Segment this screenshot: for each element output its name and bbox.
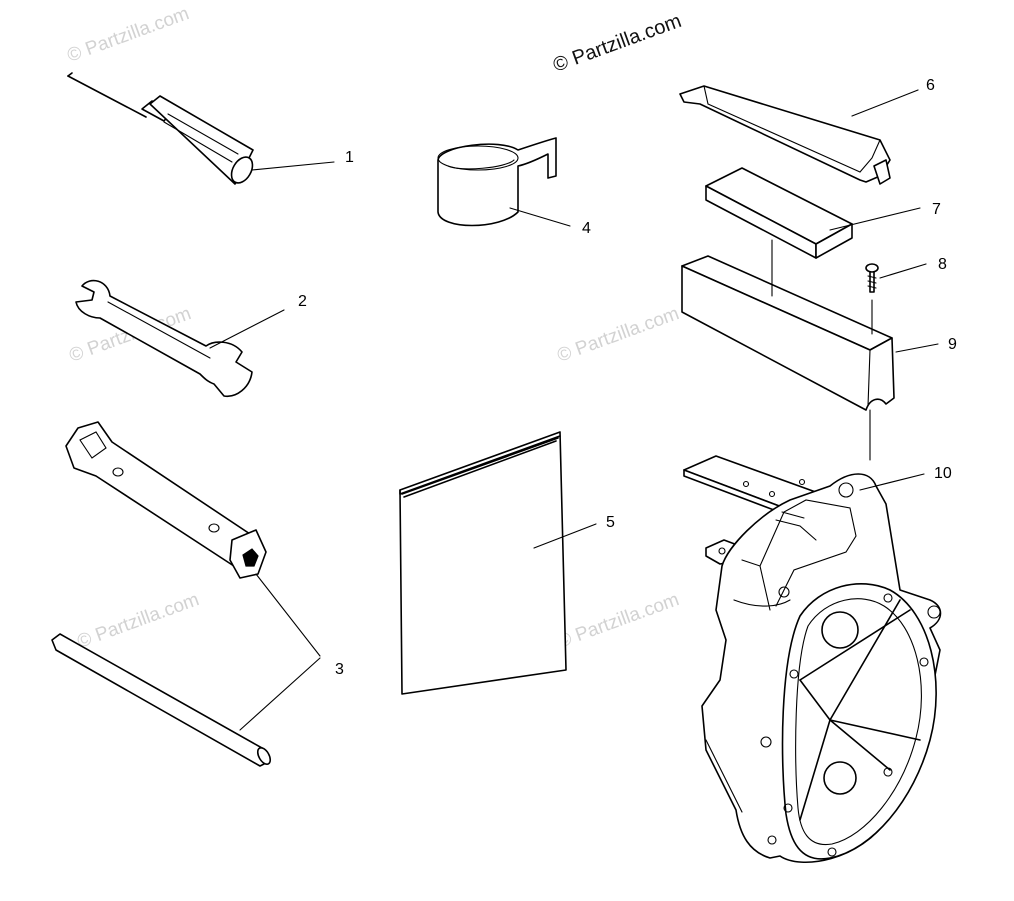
part-lid [679, 85, 891, 185]
part-tube-wrench [65, 421, 267, 579]
callout-2: 2 [298, 293, 307, 310]
callout-9: 9 [948, 336, 957, 353]
watermark-faint: © Partzilla.com [555, 589, 682, 653]
callout-7: 7 [932, 201, 941, 218]
callout-6: 6 [926, 77, 935, 94]
callout-4: 4 [582, 220, 591, 237]
callout-numbers: 1 2 3 4 5 6 7 8 9 10 [298, 77, 957, 678]
part-tape-roll [437, 137, 557, 227]
part-housing [701, 473, 942, 863]
part-screw [865, 263, 879, 293]
watermark-faint: © Partzilla.com [555, 303, 682, 367]
part-owners-manual [399, 431, 567, 695]
watermark-main: © Partzilla.com [550, 10, 684, 77]
part-screwdriver [67, 72, 254, 185]
callout-1: 1 [345, 149, 354, 166]
part-tommy-bar [51, 633, 272, 767]
part-foam-pad [705, 167, 853, 259]
callout-10: 10 [934, 465, 952, 482]
leader-lines [209, 89, 939, 731]
callout-8: 8 [938, 256, 947, 273]
watermark-faint: © Partzilla.com [65, 3, 192, 67]
part-tool-box [681, 239, 895, 461]
callout-5: 5 [606, 514, 615, 531]
part-wrench [75, 279, 253, 397]
callout-3: 3 [335, 661, 344, 678]
watermark-faint: © Partzilla.com [75, 589, 202, 653]
